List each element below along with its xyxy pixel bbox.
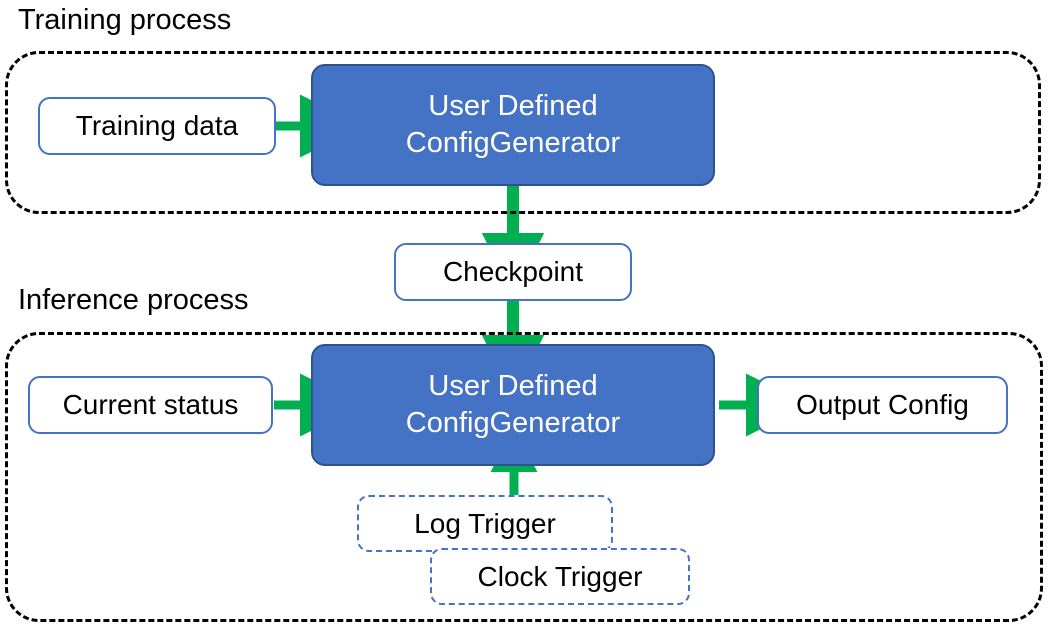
training-data-box[interactable]: Training data bbox=[38, 97, 276, 155]
training-process-container bbox=[5, 51, 1041, 214]
training-config-generator-box[interactable]: User Defined ConfigGenerator bbox=[311, 64, 715, 186]
output-config-box[interactable]: Output Config bbox=[757, 376, 1008, 434]
training-generator-line-2: ConfigGenerator bbox=[405, 127, 621, 159]
inference-generator-line-2: ConfigGenerator bbox=[405, 407, 621, 439]
inference-process-title: Inference process bbox=[18, 284, 249, 316]
checkpoint-box[interactable]: Checkpoint bbox=[394, 243, 632, 301]
output-config-label: Output Config bbox=[796, 389, 969, 420]
clock-trigger-box[interactable]: Clock Trigger bbox=[430, 548, 690, 605]
current-status-label: Current status bbox=[62, 389, 239, 420]
current-status-box[interactable]: Current status bbox=[28, 376, 273, 434]
checkpoint-label: Checkpoint bbox=[442, 256, 584, 287]
log-trigger-label: Log Trigger bbox=[414, 507, 556, 539]
training-generator-line-1: User Defined bbox=[428, 89, 598, 122]
training-data-label: Training data bbox=[75, 110, 239, 141]
inference-config-generator-box[interactable]: User Defined ConfigGenerator bbox=[311, 344, 715, 466]
clock-trigger-label: Clock Trigger bbox=[477, 560, 643, 592]
training-process-title: Training process bbox=[18, 4, 232, 36]
inference-process-container bbox=[5, 332, 1043, 622]
log-trigger-box[interactable]: Log Trigger bbox=[357, 495, 613, 552]
inference-generator-line-1: User Defined bbox=[428, 369, 598, 402]
